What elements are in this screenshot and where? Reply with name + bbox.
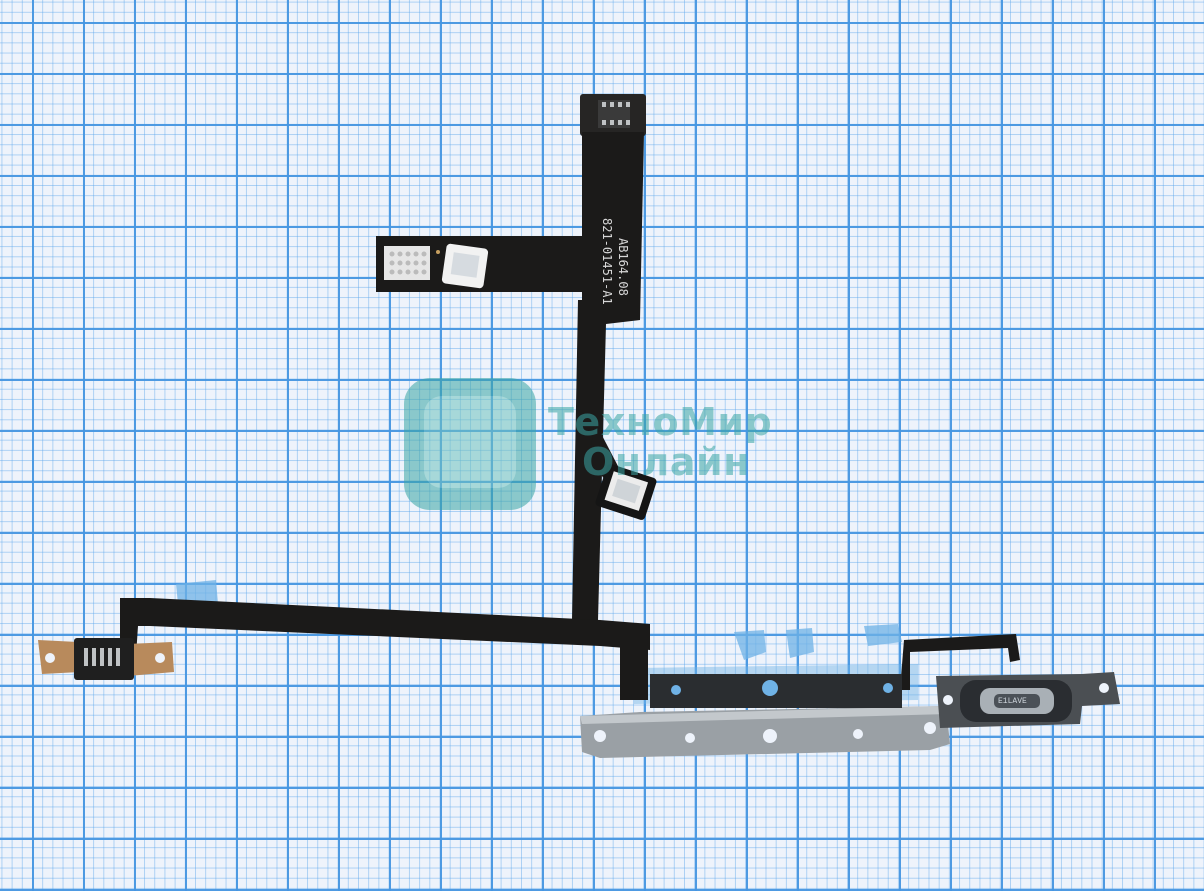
flex-cable (120, 94, 1020, 700)
connector-label: E1LAVE (998, 697, 1027, 706)
part-number-label: 821-01451-A1 (600, 218, 614, 305)
watermark-text: ТехноМир Онлайн (548, 402, 772, 482)
sensor-chip (595, 464, 657, 520)
part-code-label: AB164.08 (616, 238, 630, 296)
side-button-connector (38, 638, 174, 680)
port-connector (936, 672, 1120, 728)
watermark-logo-icon (404, 378, 536, 510)
solder-dot (436, 250, 440, 254)
microphone-chip (441, 243, 489, 289)
watermark-line-2: Онлайн (582, 440, 750, 484)
watermark-line-1: ТехноМир (548, 400, 773, 444)
contact-pad-grid (384, 246, 430, 280)
metal-bracket (580, 674, 950, 758)
